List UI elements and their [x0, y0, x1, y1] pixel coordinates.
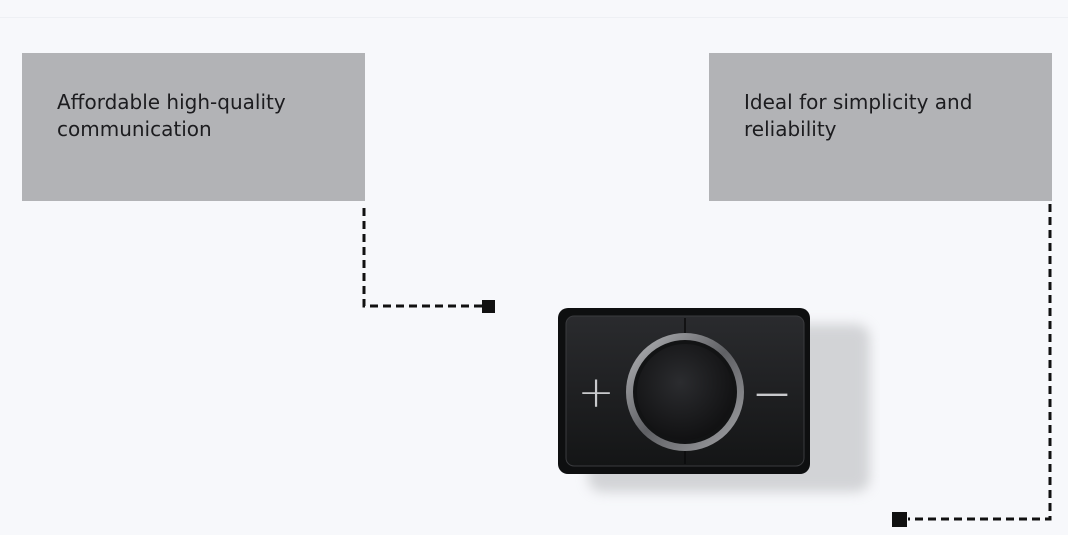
feature-callout-affordable: Affordable high-quality communication	[22, 53, 365, 201]
connector-endpoint-left	[482, 300, 495, 313]
speaker-control-device: + —	[558, 308, 870, 492]
connector-line-left	[362, 208, 482, 308]
feature-callout-simplicity: Ideal for simplicity and reliability	[709, 53, 1052, 201]
connector-endpoint-right	[892, 512, 907, 527]
volume-down-icon: —	[755, 373, 789, 413]
knob-button	[637, 344, 733, 440]
feature-text-affordable: Affordable high-quality communication	[57, 90, 286, 141]
connector-line-right	[908, 204, 1052, 521]
volume-up-icon: +	[578, 367, 615, 418]
top-divider	[0, 17, 1068, 18]
feature-text-simplicity: Ideal for simplicity and reliability	[744, 90, 973, 141]
